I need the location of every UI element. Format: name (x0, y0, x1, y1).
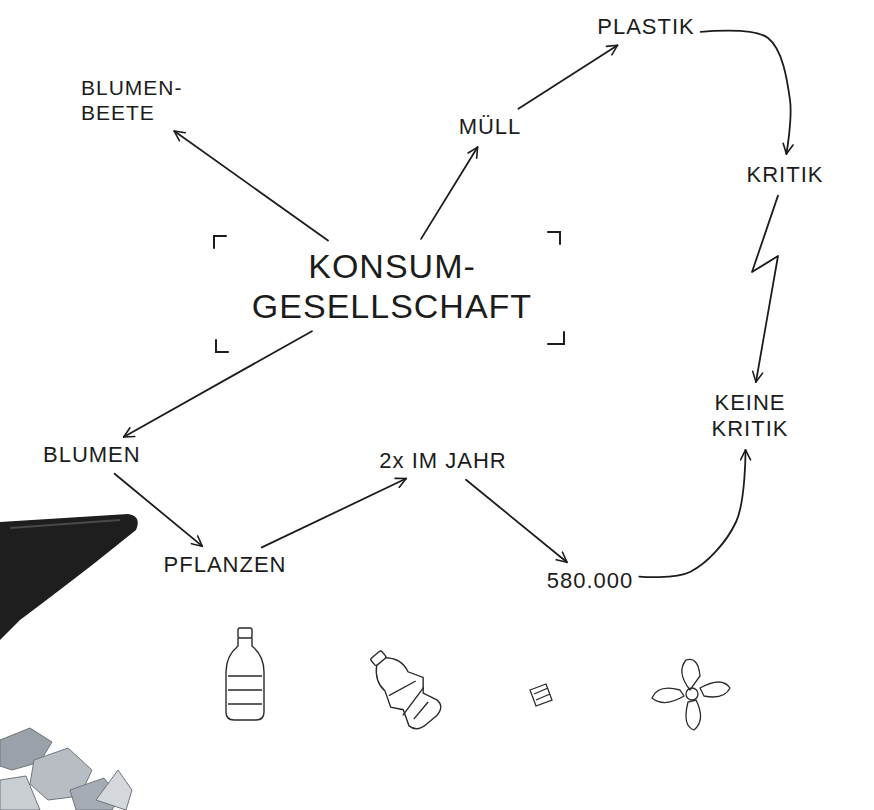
flower-petal (652, 688, 684, 702)
term-text: KEINE KRITIK (693, 390, 807, 442)
arrow-connector (124, 331, 312, 437)
mindmap-term: PFLANZEN (150, 550, 300, 580)
dark-object-highlight (10, 520, 120, 528)
term-text: 580.000 (523, 568, 657, 594)
mindmap-term: BLUMEN- BEETE (78, 74, 210, 128)
arrow-connector (639, 450, 745, 577)
arrow-connector (115, 474, 203, 546)
term-text: KRITIK (729, 162, 841, 188)
term-text: MÜLL (443, 114, 537, 140)
plastic-pieces (0, 728, 132, 810)
mindmap-term: MÜLL (440, 112, 540, 142)
bracket-corner (216, 340, 228, 352)
mindmap-term: 580.000 (520, 566, 660, 596)
arrow-connector (752, 196, 778, 382)
flower-center (686, 688, 698, 700)
bottle-body (226, 638, 264, 720)
arrow-connector (518, 45, 617, 109)
cap-lines (534, 688, 550, 700)
flower-petal (700, 682, 730, 697)
mindmap-term: PLASTIK (572, 12, 720, 42)
bottle-ribs (228, 676, 262, 704)
arrow-connector (421, 147, 478, 239)
arrow-connector (262, 479, 406, 548)
mindmap-term: KEINE KRITIK (690, 388, 810, 444)
bracket-corner (548, 232, 560, 244)
mindmap-term: BLUMEN (40, 440, 158, 470)
term-text: PFLANZEN (153, 552, 297, 578)
central-term: KONSUM- GESELLSCHAFT (228, 244, 556, 328)
mindmap-term: KRITIK (726, 160, 844, 190)
crushed-bottle-sketch (359, 641, 448, 735)
bracket-corner (214, 236, 226, 248)
term-text: PLASTIK (575, 14, 717, 40)
plastic-piece (96, 770, 132, 810)
bracket-corner (548, 332, 564, 344)
crease-lines (387, 675, 435, 723)
plastic-piece (0, 776, 40, 810)
plastic-flower-sketch (652, 659, 730, 730)
dark-object (0, 514, 138, 640)
term-text: BLUMEN (43, 442, 155, 468)
term-text: KONSUM- GESELLSCHAFT (231, 246, 553, 326)
arrow-connector (466, 480, 567, 562)
corner-brackets (214, 232, 564, 352)
term-text: 2x IM JAHR (355, 448, 531, 474)
flower-petal (686, 700, 701, 730)
cap-sketch (530, 684, 552, 706)
term-text: BLUMEN- BEETE (81, 76, 207, 126)
bottle-body (364, 648, 447, 735)
flower-petal (682, 659, 700, 690)
bottle-cap (238, 628, 252, 638)
bottle-sketch (226, 628, 264, 720)
arrow-connector (701, 31, 791, 154)
arrow-connector (174, 131, 328, 241)
mindmap-term: 2x IM JAHR (352, 446, 534, 476)
cap-outline (530, 684, 552, 706)
bottle-cap (370, 650, 387, 666)
